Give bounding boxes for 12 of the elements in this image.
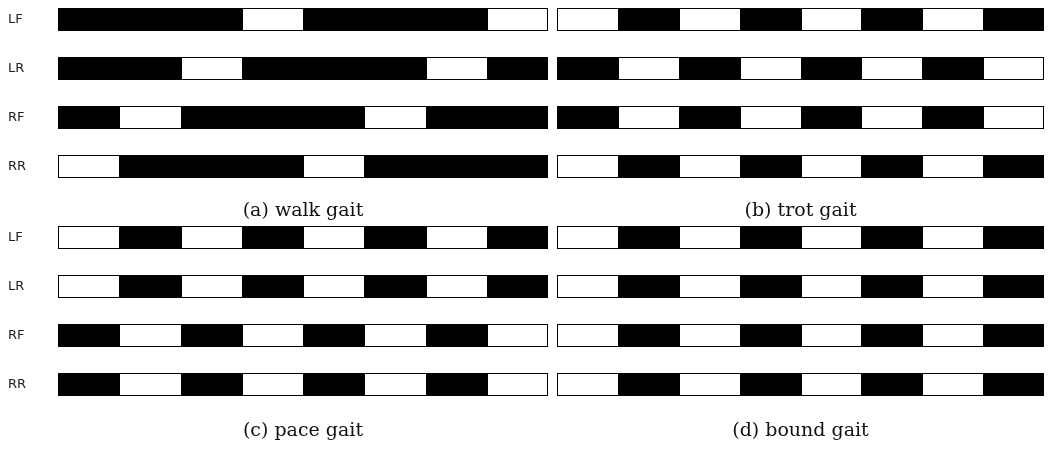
leg-label: LF [8, 11, 23, 26]
leg-label: LF [8, 229, 23, 244]
subfigure-caption: (d) bound gait [732, 418, 869, 440]
leg-label: RR [8, 158, 27, 173]
subfigure-caption: (a) walk gait [242, 198, 364, 220]
leg-label: LR [8, 60, 25, 75]
leg-label: RF [8, 327, 25, 342]
leg-label: LR [8, 278, 25, 293]
subfigure-caption: (b) trot gait [744, 198, 857, 220]
leg-label: RR [8, 376, 27, 391]
subfigure-caption: (c) pace gait [242, 418, 364, 440]
leg-label: RF [8, 109, 25, 124]
